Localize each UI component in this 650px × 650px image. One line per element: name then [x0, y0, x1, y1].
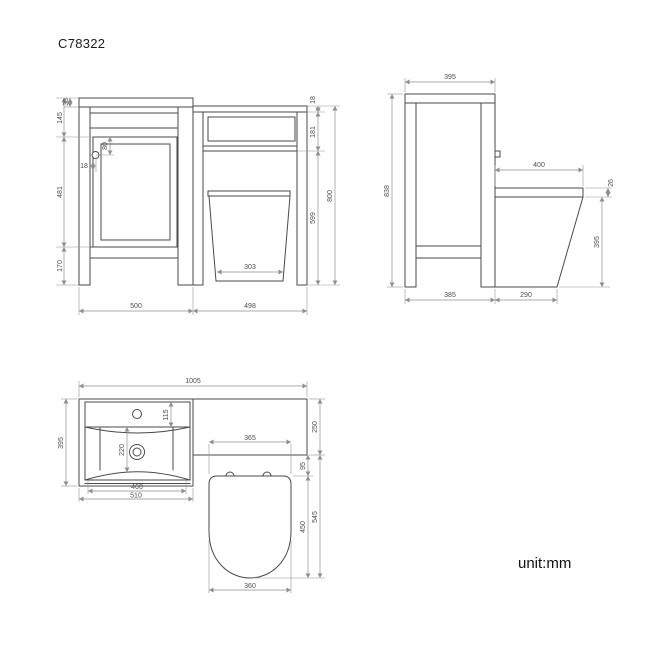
seat-hinge-right: [262, 471, 272, 477]
vanity-right-stile: [177, 106, 194, 286]
side-worktop: [404, 93, 496, 104]
vanity-left-stile: [78, 106, 91, 286]
dim-height: 838: [384, 185, 391, 197]
front-geometry: [78, 97, 308, 286]
dim-wc-opening-height: 599: [310, 212, 317, 224]
dim-vanity-width: 500: [130, 303, 142, 310]
dim-wc-counter-depth: 250: [312, 421, 319, 433]
unit-label: unit:mm: [518, 555, 572, 572]
front-dimension-lines: [61, 98, 338, 314]
plan-extension-lines: [61, 381, 325, 593]
dim-handle-inset: 18: [80, 163, 88, 170]
wc-rail: [202, 145, 298, 152]
dim-tap-inset: 115: [163, 409, 170, 420]
basin-front-curve: [84, 471, 191, 481]
plan-dimension-labels: 1005 395 115 220 460 510 250 95 450 545 …: [58, 378, 319, 590]
side-dimension-lines: [389, 79, 611, 303]
dim-pan-projection: 290: [520, 292, 532, 299]
dim-basin-inner-width: 460: [131, 484, 143, 491]
vanity-top-band: [89, 112, 179, 129]
side-handle-knob: [494, 150, 501, 158]
dim-panel-height: 181: [310, 126, 317, 138]
toilet-seat-side: [494, 187, 584, 198]
dim-door-height: 481: [57, 186, 64, 198]
wc-unit-top: [192, 105, 308, 113]
dim-total-height: 800: [327, 190, 334, 202]
drain-inner: [132, 447, 142, 457]
dim-pan-length: 450: [300, 521, 307, 533]
dim-wc-top-thickness: 18: [310, 96, 317, 104]
basin-outline: [84, 401, 191, 481]
dim-wc-width: 498: [244, 303, 256, 310]
dim-seat-depth: 400: [533, 162, 545, 169]
front-view: 38 145 481 170 80 18 18 181 599 800 500 …: [56, 96, 340, 315]
side-bottom-rail: [415, 245, 482, 259]
vanity-bottom-rail: [89, 246, 179, 259]
wc-right-stile: [296, 111, 308, 286]
plan-geometry: [78, 398, 308, 579]
dim-seat-setback: 95: [300, 462, 307, 470]
vanity-door-panel: [100, 143, 171, 241]
side-extension-lines: [387, 78, 612, 304]
dim-worktop-thickness: 38: [63, 98, 70, 106]
dim-cabinet-depth: 385: [444, 292, 456, 299]
wc-left-stile: [192, 111, 204, 286]
side-back-stile: [480, 102, 496, 288]
drawing-code: C78322: [58, 36, 106, 51]
dim-seat-thickness: 26: [608, 179, 615, 187]
tap-hole: [132, 409, 142, 419]
dim-total-width: 1005: [185, 378, 201, 385]
plan-dimension-lines: [63, 383, 323, 593]
side-view: 395 838 400 26 395 385 290: [384, 74, 615, 304]
plan-view: 1005 395 115 220 460 510 250 95 450 545 …: [58, 378, 325, 593]
basin-back-curve: [84, 426, 191, 434]
dim-vanity-depth: 395: [58, 437, 65, 449]
vanity-worktop: [78, 97, 194, 108]
side-geometry: [404, 93, 584, 288]
side-front-stile: [404, 102, 417, 288]
wc-front-panel: [207, 116, 296, 142]
drain-outer: [129, 444, 145, 460]
dim-bowl-depth: 220: [119, 444, 126, 456]
dim-pan-front-height: 395: [594, 236, 601, 248]
dim-plinth-height: 170: [57, 260, 64, 272]
dim-pan-width: 360: [244, 583, 256, 590]
side-dimension-labels: 395 838 400 26 395 385 290: [384, 74, 615, 299]
toilet-pan-front: [208, 195, 291, 282]
toilet-seat-front: [207, 190, 291, 197]
front-dimension-labels: 38 145 481 170 80 18 18 181 599 800 500 …: [57, 96, 334, 310]
dim-handle-offset: 80: [102, 142, 109, 150]
dim-seat-width: 365: [244, 435, 256, 442]
dim-wc-total-depth: 545: [312, 511, 319, 523]
seat-hinge-left: [225, 471, 235, 477]
dim-basin-width: 510: [130, 493, 142, 500]
dim-depth: 395: [444, 74, 456, 81]
toilet-pan-slope: [556, 196, 584, 288]
dim-upper-section-height: 145: [57, 112, 64, 124]
dim-pan-base-width: 303: [244, 264, 256, 271]
toilet-seat-plan: [208, 475, 292, 579]
vanity-door: [92, 136, 178, 248]
